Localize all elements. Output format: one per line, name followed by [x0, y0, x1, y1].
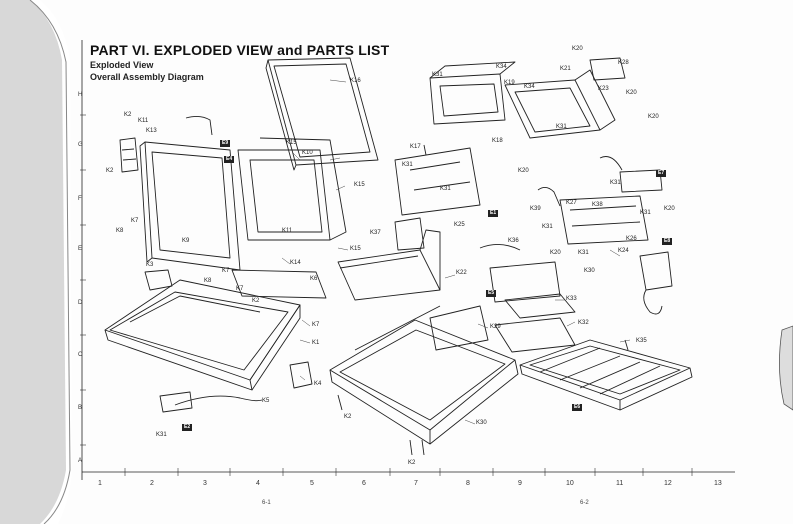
- part-label: K23: [598, 86, 609, 92]
- part-label: K39: [530, 206, 541, 212]
- row-label: G: [78, 142, 83, 148]
- row-label: C: [78, 352, 83, 358]
- part-label: K35: [636, 338, 647, 344]
- page-title: PART VI. EXPLODED VIEW and PARTS LIST: [90, 42, 390, 58]
- part-label: K20: [550, 250, 561, 256]
- column-number: 4: [256, 480, 260, 487]
- column-number: 11: [616, 480, 624, 487]
- assembly-tag: E7: [656, 170, 667, 177]
- part-label: K8: [116, 228, 124, 234]
- row-label: E: [78, 246, 83, 252]
- part-label: K26: [626, 236, 637, 242]
- part-label: K29: [490, 324, 501, 330]
- part-label: K15: [286, 140, 297, 146]
- assembly-tag: E2: [182, 424, 193, 431]
- column-number: 6: [362, 480, 366, 487]
- part-label: K4: [314, 381, 322, 387]
- part-label: K3: [146, 262, 154, 268]
- assembly-tag: E4: [224, 156, 235, 163]
- row-label: B: [78, 405, 83, 411]
- part-label: K11: [282, 228, 293, 234]
- part-label: K34: [524, 84, 535, 90]
- assembly-tag: E1: [488, 210, 499, 217]
- part-label: K32: [578, 320, 589, 326]
- part-label: K1: [312, 340, 320, 346]
- page-number-right: 6-2: [580, 500, 589, 506]
- part-label: K7: [222, 268, 230, 274]
- part-label: K31: [440, 186, 451, 192]
- assembly-tag: E8: [662, 238, 673, 245]
- part-label: K7: [236, 286, 244, 292]
- part-label: K17: [410, 144, 421, 150]
- part-label: K30: [584, 268, 595, 274]
- part-label: K31: [402, 162, 413, 168]
- row-label: F: [78, 196, 82, 202]
- part-label: K20: [572, 46, 583, 52]
- column-number: 2: [150, 480, 154, 487]
- part-label: K20: [626, 90, 637, 96]
- column-number: 9: [518, 480, 522, 487]
- assembly-tag: E5: [486, 290, 497, 297]
- column-number: 8: [466, 480, 470, 487]
- part-label: K31: [556, 124, 567, 130]
- part-label: K15: [354, 182, 365, 188]
- part-label: K18: [492, 138, 503, 144]
- part-label: K9: [182, 238, 190, 244]
- part-label: K11: [138, 118, 149, 124]
- part-label: K2: [252, 298, 260, 304]
- part-label: K30: [476, 420, 487, 426]
- diagram-title: Overall Assembly Diagram: [90, 72, 204, 82]
- part-label: K38: [592, 202, 603, 208]
- part-label: K20: [518, 168, 529, 174]
- assembly-tag: E9: [220, 140, 231, 147]
- part-label: K22: [456, 270, 467, 276]
- part-label: K20: [648, 114, 659, 120]
- column-number: 12: [664, 480, 672, 487]
- part-label: K25: [454, 222, 465, 228]
- part-label: K31: [578, 250, 589, 256]
- part-label: K13: [146, 128, 157, 134]
- part-label: K6: [310, 276, 318, 282]
- part-label: K15: [350, 246, 361, 252]
- part-label: K7: [312, 322, 320, 328]
- part-label: K27: [566, 200, 577, 206]
- part-label: K21: [560, 66, 571, 72]
- part-label: K28: [618, 60, 629, 66]
- part-label: K2: [408, 460, 416, 466]
- part-label: K20: [664, 206, 675, 212]
- part-label: K33: [566, 296, 577, 302]
- part-label: K31: [640, 210, 651, 216]
- part-label: K8: [204, 278, 212, 284]
- column-number: 13: [714, 480, 722, 487]
- section-subtitle: Exploded View: [90, 60, 154, 70]
- part-label: K31: [156, 432, 167, 438]
- part-label: K5: [262, 398, 270, 404]
- row-label: H: [78, 92, 83, 98]
- column-number: 1: [98, 480, 102, 487]
- row-label: D: [78, 300, 83, 306]
- column-number: 3: [203, 480, 207, 487]
- part-label: K37: [370, 230, 381, 236]
- part-label: K31: [542, 224, 553, 230]
- column-number: 10: [566, 480, 574, 487]
- part-label: K14: [290, 260, 301, 266]
- part-label: K2: [344, 414, 352, 420]
- part-label: K16: [350, 78, 361, 84]
- column-number: 7: [414, 480, 418, 487]
- part-label: K31: [432, 72, 443, 78]
- column-number: 5: [310, 480, 314, 487]
- page-number-left: 6-1: [262, 500, 271, 506]
- part-label: K10: [302, 150, 313, 156]
- part-label: K19: [504, 80, 515, 86]
- part-label: K7: [131, 218, 139, 224]
- part-label: K34: [496, 64, 507, 70]
- part-label: K2: [124, 112, 132, 118]
- part-label: K24: [618, 248, 629, 254]
- part-label: K2: [106, 168, 114, 174]
- part-label: K36: [508, 238, 519, 244]
- part-label: K31: [610, 180, 621, 186]
- assembly-tag: E6: [572, 404, 583, 411]
- row-label: A: [78, 458, 83, 464]
